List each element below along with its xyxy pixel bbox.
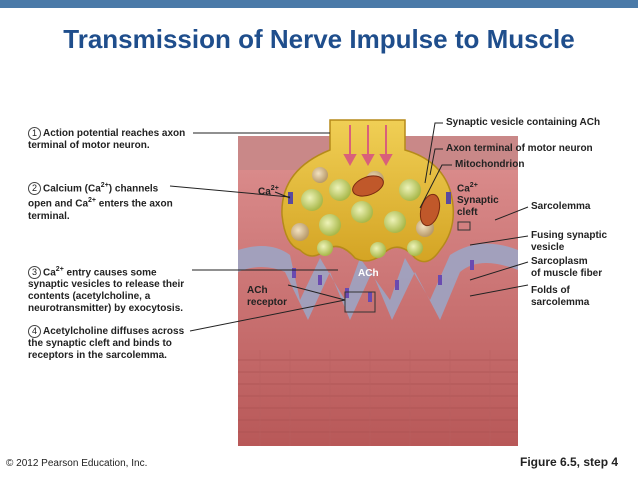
label-synaptic-cleft-2: cleft xyxy=(457,207,478,218)
ach-receptors xyxy=(292,260,474,302)
label-ca-left: Ca2+ xyxy=(258,183,279,198)
step-1-number: 1 xyxy=(28,127,41,140)
step-4-line1: Acetylcholine diffuses across xyxy=(43,326,185,337)
label-synaptic-vesicle: Synaptic vesicle containing ACh xyxy=(446,117,601,128)
label-axon-terminal: Axon terminal of motor neuron xyxy=(446,143,593,154)
page-title: Transmission of Nerve Impulse to Muscle xyxy=(63,24,575,54)
leader-lines xyxy=(169,122,529,332)
step-4-line2: the synaptic cleft and binds to xyxy=(28,338,172,349)
label-mitochondrion: Mitochondrion xyxy=(455,159,525,170)
label-ach-receptor-2: receptor xyxy=(247,297,288,308)
label-sarcolemma: Sarcolemma xyxy=(531,201,591,212)
label-ca-left-text: Ca xyxy=(258,186,271,198)
step-1-line1: Action potential reaches axon xyxy=(43,128,186,139)
step-2-line2b: enters the axon xyxy=(96,198,173,210)
step-2-line3: terminal. xyxy=(28,210,70,222)
step-1-line2: terminal of motor neuron. xyxy=(28,140,150,151)
receptor-zoom-box xyxy=(344,291,376,313)
step-4-number: 4 xyxy=(28,325,41,338)
action-potential-arrows xyxy=(343,125,393,167)
label-ach: ACh xyxy=(358,268,379,279)
step-2-line1b: ) channels xyxy=(108,183,159,195)
label-fusing-1: Fusing synaptic xyxy=(531,230,608,241)
label-sarcoplasm-2: of muscle fiber xyxy=(531,268,603,279)
step-3-line1a: Ca xyxy=(43,267,56,279)
label-folds-1: Folds of xyxy=(531,285,570,296)
step-3-line1b: entry causes some xyxy=(63,267,157,279)
label-ach-receptor-1: ACh xyxy=(247,285,268,296)
label-ca-left-sup: 2+ xyxy=(270,185,279,192)
label-sarcoplasm-1: Sarcoplasm xyxy=(531,256,588,267)
step-3-line2: synaptic vesicles to release their xyxy=(28,279,185,291)
fusing-vesicles xyxy=(317,240,423,258)
step-2-line1a: Calcium (Ca xyxy=(43,183,101,195)
step-2-line1sup: 2+ xyxy=(100,182,109,189)
top-accent-bar xyxy=(0,0,638,8)
synaptic-cleft xyxy=(238,243,518,320)
step-4-line3: receptors in the sarcolemma. xyxy=(28,350,167,361)
step-2-number: 2 xyxy=(28,182,41,196)
synaptic-cleft-box xyxy=(457,221,471,231)
label-ca-right-text: Ca xyxy=(457,183,470,195)
step-2-line2a: open and Ca xyxy=(28,198,89,210)
step-3-line1sup: 2+ xyxy=(55,266,64,273)
label-ca-right-sup: 2+ xyxy=(469,182,478,189)
label-folds-2: sarcolemma xyxy=(531,297,590,308)
label-ca-right: Ca2+ xyxy=(457,180,478,195)
step-3-number: 3 xyxy=(28,266,41,280)
label-synaptic-cleft-1: Synaptic xyxy=(457,195,499,206)
mitochondria xyxy=(352,175,441,227)
step-2-line2sup: 2+ xyxy=(88,197,96,205)
step-3-line4: neurotransmitter) by exocytosis. xyxy=(28,303,184,315)
calcium-channels xyxy=(288,192,451,204)
step-3-line3: contents (acetylcholine, a xyxy=(28,291,151,303)
figure-caption: Figure 6.5, step 4 xyxy=(520,455,619,469)
copyright-text: © 2012 Pearson Education, Inc. xyxy=(6,458,148,469)
label-fusing-2: vesicle xyxy=(531,242,565,253)
